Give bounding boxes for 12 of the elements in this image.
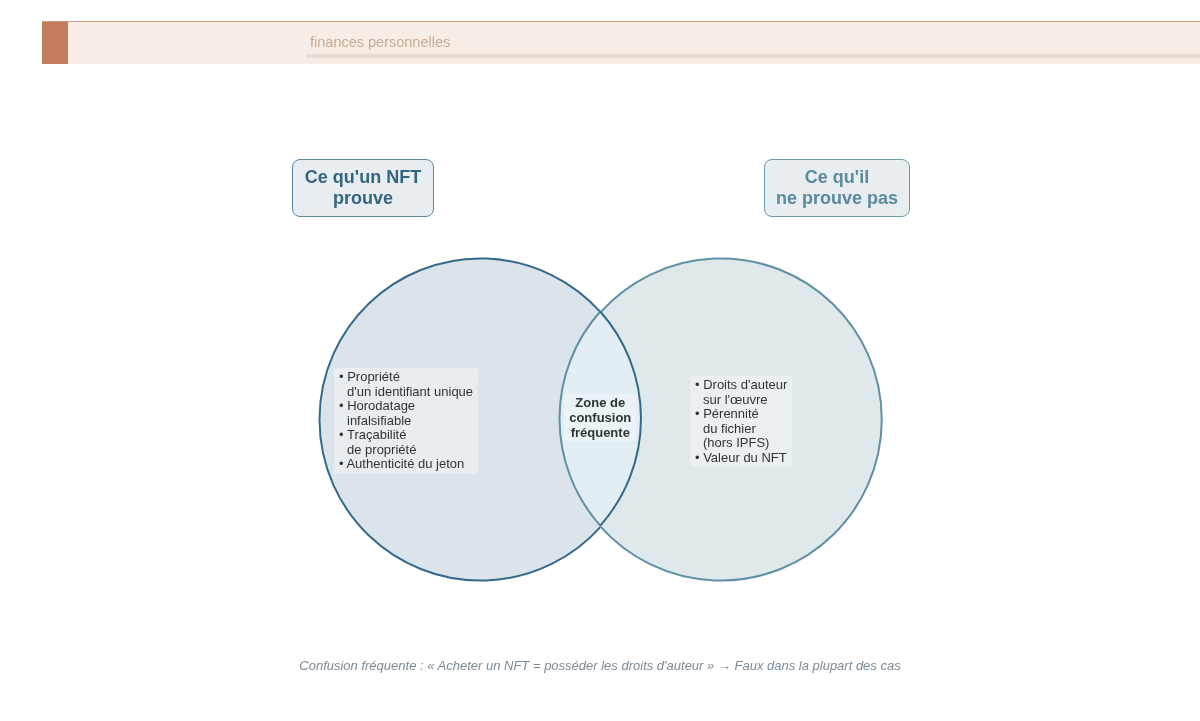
list-item: • Valeur du NFT: [695, 450, 788, 465]
list-item: • Authenticité du jeton: [339, 457, 466, 472]
list-item: • Pérennité du fichier (hors IPFS): [695, 407, 771, 451]
list-item: • Propriété d'un identifiant unique: [339, 370, 474, 399]
caption: Confusion fréquente : « Acheter un NFT = posséder les droits d'auteur » → Faux dans la plupart des cas: [298, 657, 902, 674]
list-item: • Traçabilité de propriété: [339, 428, 418, 457]
list-item: • Droits d'auteur sur l'œuvre: [695, 378, 788, 407]
list-item: • Horodatage infalsifiable: [339, 399, 417, 428]
title-box: Ce qu'un NFT prouve: [292, 159, 434, 217]
title-box: Ce qu'il ne prouve pas: [764, 159, 910, 217]
tagline: finances personnelles: [310, 34, 451, 51]
zone-label: Zone de confusion fréquente: [564, 394, 637, 441]
